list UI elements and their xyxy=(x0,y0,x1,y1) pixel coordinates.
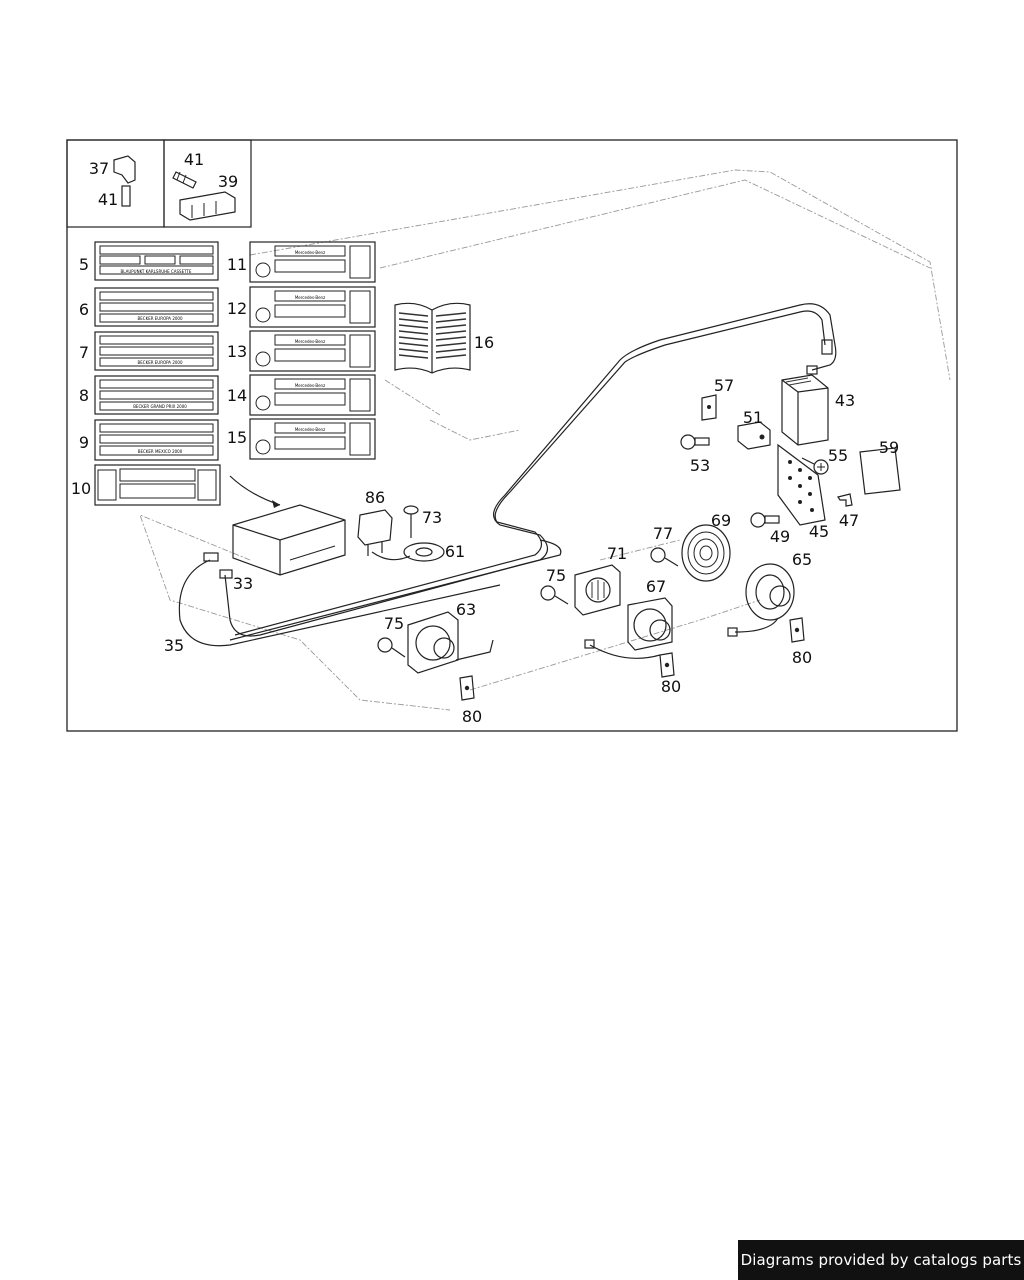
radio-unit-14: Mercedes-Benz xyxy=(249,374,376,416)
wiring-harness xyxy=(229,303,837,641)
label-69: 69 xyxy=(711,511,731,530)
svg-text:Mercedes-Benz: Mercedes-Benz xyxy=(295,295,325,300)
label-77: 77 xyxy=(653,524,673,543)
label-41-inset: 41 xyxy=(98,190,118,209)
label-67: 67 xyxy=(646,577,666,596)
svg-text:Mercedes-Benz: Mercedes-Benz xyxy=(295,427,325,432)
label-7: 7 xyxy=(79,343,89,362)
label-75b: 75 xyxy=(384,614,404,633)
label-47: 47 xyxy=(839,511,859,530)
mounting-bracket-45 xyxy=(777,443,826,526)
label-5: 5 xyxy=(79,255,89,274)
label-12: 12 xyxy=(227,299,247,318)
svg-text:BLAUPUNKT KARLSRUHE CASSET: BLAUPUNKT KARLSRUHE CASSETTE xyxy=(121,269,192,274)
label-10: 10 xyxy=(71,479,91,498)
bracket-51-icon xyxy=(737,421,771,450)
screw-77-icon xyxy=(650,547,679,567)
svg-text:BECKER EUROPA 2000: BECKER EUROPA 2000 xyxy=(138,360,183,365)
radio-unit-15: Mercedes-Benz xyxy=(249,418,376,460)
screw-75b-icon xyxy=(377,637,406,658)
label-71: 71 xyxy=(607,544,627,563)
plug-41-icon xyxy=(172,171,197,189)
label-41: 41 xyxy=(184,150,204,169)
inset-box-37 xyxy=(66,139,165,228)
label-9: 9 xyxy=(79,433,89,452)
credit-text: Diagrams provided by catalogs parts xyxy=(740,1251,1022,1269)
radio-unit-6: BECKER EUROPA 2000 xyxy=(94,287,219,327)
clip-80a-icon xyxy=(459,675,475,701)
radio-housing-box xyxy=(232,504,346,576)
label-14: 14 xyxy=(227,386,247,405)
svg-text:BECKER GRAND PRIX 2000: BECKER GRAND PRIX 2000 xyxy=(133,404,187,409)
svg-text:Mercedes-Benz: Mercedes-Benz xyxy=(295,250,325,255)
arrow-head-icon xyxy=(272,500,280,508)
radio-unit-13: Mercedes-Benz xyxy=(249,330,376,372)
radio-unit-5: BLAUPUNKT KARLSRUHE CASSETTE xyxy=(94,241,219,281)
radio-unit-11: Mercedes-Benz xyxy=(249,241,376,283)
clip-80b-icon xyxy=(659,652,675,678)
label-57: 57 xyxy=(714,376,734,395)
label-80c: 80 xyxy=(792,648,812,667)
radio-unit-8: BECKER GRAND PRIX 2000 xyxy=(94,375,219,415)
bolt-49-icon xyxy=(750,512,780,528)
label-11: 11 xyxy=(227,255,247,274)
svg-text:BECKER MEXICO 2000: BECKER MEXICO 2000 xyxy=(138,449,183,454)
speaker-grille-69 xyxy=(681,524,731,582)
radio-unit-12: Mercedes-Benz xyxy=(249,286,376,328)
label-8: 8 xyxy=(79,386,89,405)
label-6: 6 xyxy=(79,300,89,319)
label-43: 43 xyxy=(835,391,855,410)
credit-banner: Diagrams provided by catalogs parts xyxy=(738,1240,1024,1280)
clip-80c-icon xyxy=(789,617,805,643)
label-53: 53 xyxy=(690,456,710,475)
label-86: 86 xyxy=(365,488,385,507)
speaker-63 xyxy=(407,611,494,674)
diagram-frame xyxy=(66,139,958,732)
vehicle-outline xyxy=(139,169,951,711)
svg-text:Mercedes-Benz: Mercedes-Benz xyxy=(295,339,325,344)
label-51: 51 xyxy=(743,408,763,427)
clip-37-icon xyxy=(113,155,136,207)
grommet-47-icon xyxy=(837,493,853,507)
label-59: 59 xyxy=(879,438,899,457)
label-15: 15 xyxy=(227,428,247,447)
svg-text:Mercedes-Benz: Mercedes-Benz xyxy=(295,383,325,388)
label-55: 55 xyxy=(828,446,848,465)
radio-unit-7: BECKER EUROPA 2000 xyxy=(94,331,219,371)
amplifier-module-43 xyxy=(781,374,829,446)
label-65: 65 xyxy=(792,550,812,569)
label-49: 49 xyxy=(770,527,790,546)
inset-box-39 xyxy=(163,139,252,228)
screw-73-icon xyxy=(403,505,419,538)
label-16: 16 xyxy=(474,333,494,352)
label-33: 33 xyxy=(233,574,253,593)
radio-unit-10 xyxy=(94,464,221,506)
label-75a: 75 xyxy=(546,566,566,585)
label-73: 73 xyxy=(422,508,442,527)
label-45: 45 xyxy=(809,522,829,541)
connector-block-39-icon xyxy=(179,191,236,221)
pad-59-icon xyxy=(859,447,901,495)
connector-86-icon xyxy=(357,509,393,556)
label-35: 35 xyxy=(164,636,184,655)
label-13: 13 xyxy=(227,342,247,361)
label-37: 37 xyxy=(89,159,109,178)
speaker-67 xyxy=(584,597,673,659)
label-63: 63 xyxy=(456,600,476,619)
label-39: 39 xyxy=(218,172,238,191)
screw-55-icon xyxy=(801,457,829,475)
speaker-frame-71 xyxy=(574,564,621,616)
svg-text:BECKER EUROPA 2000: BECKER EUROPA 2000 xyxy=(138,316,183,321)
label-80b: 80 xyxy=(661,677,681,696)
manual-book-icon xyxy=(394,302,471,374)
speaker-65 xyxy=(727,563,795,637)
radio-unit-9: BECKER MEXICO 2000 xyxy=(94,419,219,461)
bolt-53-icon xyxy=(680,434,710,450)
label-61: 61 xyxy=(445,542,465,561)
label-80a: 80 xyxy=(462,707,482,726)
screw-75a-icon xyxy=(540,585,569,605)
clip-57-icon xyxy=(701,394,717,421)
tweeter-61-icon xyxy=(371,542,445,562)
